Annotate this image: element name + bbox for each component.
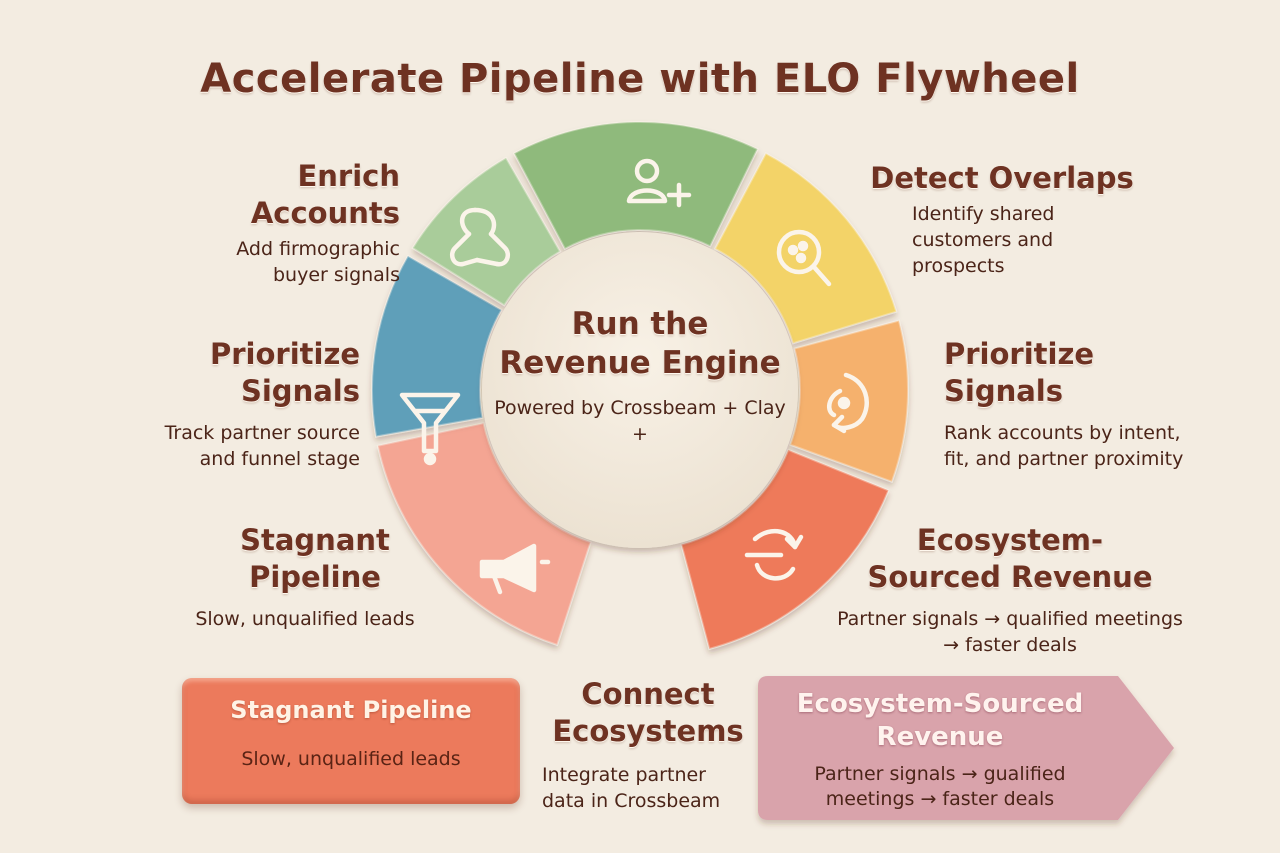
segment-coral (680, 448, 890, 651)
step-title: Enrich Accounts (250, 159, 400, 230)
step-title: Prioritize Signals (944, 337, 1095, 408)
funnel-icon (399, 392, 461, 466)
segment-green (512, 121, 759, 251)
step-connect-ecosystems: Connect Ecosystems Integrate partner dat… (528, 676, 768, 814)
step-title: Stagnant Pipeline (240, 523, 390, 594)
step-ecosystem-sourced-revenue: Ecosystem-Sourced Revenue Partner signal… (830, 522, 1190, 658)
step-detect-overlaps: Detect Overlaps Identify shared customer… (842, 160, 1162, 279)
box-title: Stagnant Pipeline (230, 696, 472, 724)
step-stagnant-pipeline: Stagnant Pipeline Slow, unqualified lead… (170, 522, 440, 632)
step-desc: Integrate partner data in Crossbeam (542, 764, 721, 812)
segment-light-green (411, 156, 562, 307)
network-icon (450, 207, 510, 267)
step-title: Ecosystem-Sourced Revenue (867, 523, 1153, 594)
box-desc: Partner signals → gualified meetings → f… (814, 763, 1066, 810)
step-desc: Identify shared customers and prospects (912, 203, 1055, 277)
stagnant-pipeline-box: Stagnant Pipeline Slow, unqualified lead… (182, 678, 520, 804)
flywheel-segments (371, 121, 909, 651)
cycle-arrow-icon (744, 528, 804, 581)
ecosystem-revenue-box: Ecosystem-Sourced Revenue Partner signal… (770, 688, 1110, 812)
step-prioritize-signals-left: Prioritize Signals Track partner source … (40, 336, 360, 472)
center-title: Run the Revenue Engine (499, 306, 781, 381)
step-desc: Partner signals → qualified meetings → f… (837, 608, 1183, 656)
step-prioritize-signals-right: Prioritize Signals Rank accounts by inte… (944, 336, 1194, 472)
step-title: Prioritize Signals (209, 337, 360, 408)
step-enrich-accounts: Enrich Accounts Add firmographic buyer s… (80, 158, 400, 288)
magnifier-icon (776, 229, 832, 287)
flywheel-icons (399, 158, 869, 595)
step-desc: Slow, unqualified leads (195, 608, 415, 630)
box-title: Ecosystem-Sourced Revenue (796, 689, 1084, 752)
add-user-icon (626, 158, 692, 208)
page-title: Accelerate Pipeline with ELO Flywheel (200, 56, 1080, 102)
box-desc: Slow, unqualified leads (241, 748, 461, 770)
segment-pink (376, 422, 592, 647)
center-subtitle: Powered by Crossbeam + Clay + (494, 397, 786, 445)
center-disc (482, 232, 798, 548)
refresh-icon (826, 372, 869, 434)
megaphone-icon (479, 543, 551, 595)
flywheel-center: Run the Revenue Engine Powered by Crossb… (492, 305, 788, 447)
step-desc: Track partner source and funnel stage (164, 422, 360, 470)
step-title: Detect Overlaps (870, 161, 1134, 195)
step-title: Connect Ecosystems (552, 677, 744, 748)
segment-blue (371, 254, 503, 438)
step-desc: Add firmographic buyer signals (236, 238, 400, 286)
step-desc: Rank accounts by intent, fit, and partne… (944, 422, 1184, 470)
